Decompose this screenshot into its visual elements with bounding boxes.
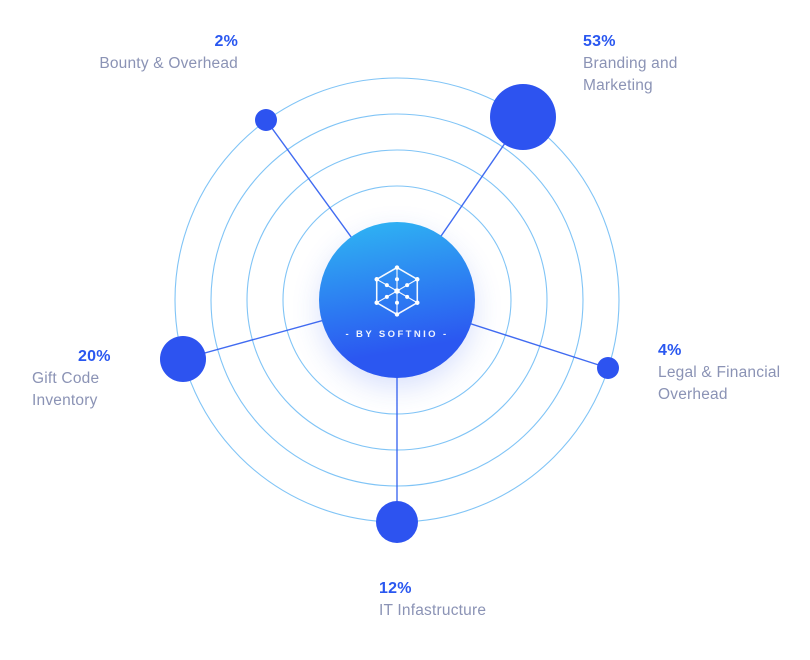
segment-label: IT Infastructure bbox=[379, 602, 487, 619]
segment-label: Bounty & Overhead bbox=[99, 55, 238, 72]
node-dot-it bbox=[376, 501, 418, 543]
segment-branding-marketing: 53% Branding and Marketing bbox=[583, 31, 678, 96]
brand-text: - BY SOFTNIO - bbox=[345, 329, 449, 340]
segment-legal-financial-overhead: 4% Legal & Financial Overhead bbox=[658, 340, 780, 405]
node-dot-legal bbox=[597, 357, 619, 379]
node-dot-branding bbox=[490, 84, 556, 150]
segment-it-infrastructure: 12% IT Infastructure bbox=[379, 578, 486, 622]
segment-label: Branding and Marketing bbox=[583, 55, 678, 94]
segment-percent: 4% bbox=[658, 342, 682, 359]
segment-label: Gift Code Inventory bbox=[32, 370, 100, 409]
segment-bounty-overhead: 2% Bounty & Overhead bbox=[58, 31, 238, 75]
segment-percent: 12% bbox=[379, 580, 412, 597]
segment-percent: 53% bbox=[583, 33, 616, 50]
segment-label: Legal & Financial Overhead bbox=[658, 364, 781, 403]
node-dot-bounty bbox=[255, 109, 277, 131]
segment-percent: 2% bbox=[214, 33, 238, 50]
segment-percent: 20% bbox=[78, 348, 111, 365]
node-dot-gift bbox=[160, 336, 206, 382]
segment-gift-code-inventory: 20% Gift Code Inventory bbox=[32, 346, 111, 411]
center-brand-badge: - BY SOFTNIO - bbox=[319, 222, 475, 378]
hex-network-icon bbox=[374, 265, 420, 317]
